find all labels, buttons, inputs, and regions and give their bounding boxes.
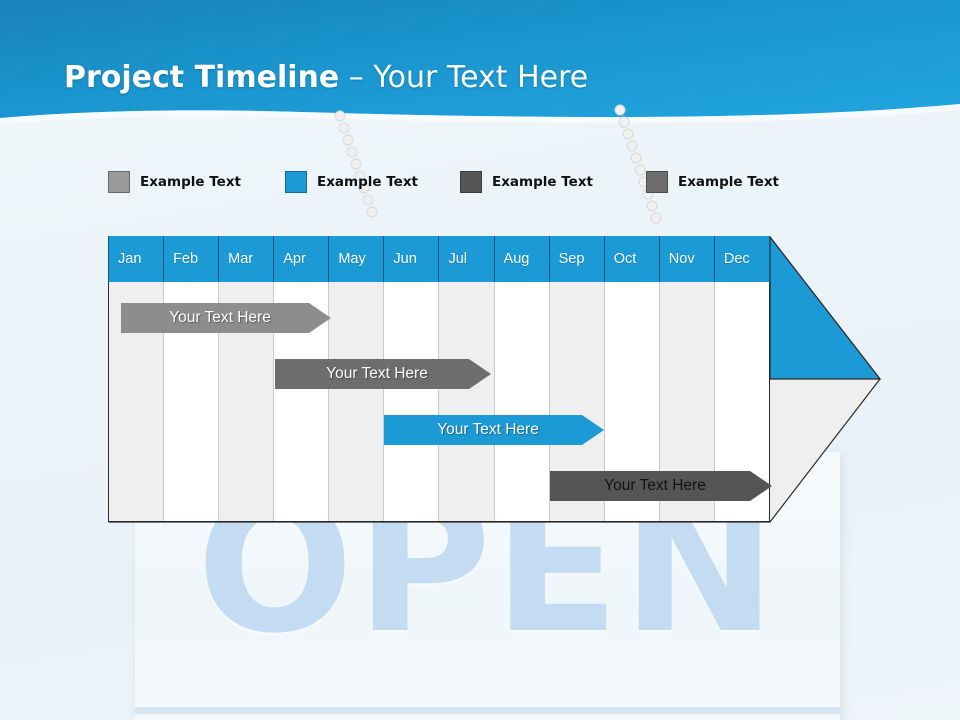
legend-item-3[interactable]: Example Text [460,170,593,194]
month-cell-feb[interactable]: Feb [164,236,220,282]
month-cell-aug[interactable]: Aug [494,236,550,282]
month-label-jan: Jan [118,251,142,267]
month-label-jul: Jul [448,251,468,267]
legend-label-4: Example Text [678,174,779,190]
header-banner [0,0,960,135]
grid-column-aug [495,282,550,521]
grid-column-feb [164,282,220,521]
month-cell-mar[interactable]: Mar [219,236,275,282]
grid-column-may [329,282,385,521]
legend-swatch-dark-gray-icon [460,171,482,193]
task-bar-3[interactable]: Your Text Here [384,412,606,448]
month-cell-jul[interactable]: Jul [439,236,495,282]
page-title: Project Timeline – Your Text Here [64,60,588,95]
month-cell-may[interactable]: May [329,236,385,282]
task-bar-1[interactable]: Your Text Here [121,300,333,336]
legend-label-1: Example Text [140,174,241,190]
month-cell-jan[interactable]: Jan [108,236,165,282]
month-label-oct: Oct [613,251,637,267]
legend-swatch-gray-icon [108,171,130,193]
legend-label-2: Example Text [317,174,418,190]
month-header-row: Jan Feb Mar Apr May Jun Jul Aug Sep Oct … [108,236,770,282]
legend-swatch-blue-icon [285,171,307,193]
month-label-may: May [338,251,366,267]
legend-label-3: Example Text [492,174,593,190]
grid-column-jun [384,282,440,521]
month-label-nov: Nov [668,251,695,267]
page-title-bold: Project Timeline [64,60,340,95]
task-bar-1-label: Your Text Here [169,309,271,326]
task-bar-4[interactable]: Your Text Here [550,468,774,504]
month-label-jun: Jun [393,251,417,267]
legend: Example Text Example Text Example Text E… [108,170,908,194]
month-label-dec: Dec [723,251,750,267]
month-label-feb: Feb [173,251,199,267]
month-label-aug: Aug [503,251,530,267]
grid-column-apr [274,282,330,521]
task-bars: Your Text Here Your Text Here Your Text … [108,282,883,522]
month-cell-oct[interactable]: Oct [604,236,660,282]
legend-item-2[interactable]: Example Text [285,170,418,194]
legend-item-1[interactable]: Example Text [108,170,241,194]
month-cell-sep[interactable]: Sep [549,236,605,282]
task-bar-2-label: Your Text Here [326,365,428,382]
legend-item-4[interactable]: Example Text [646,170,779,194]
legend-swatch-mid-gray-icon [646,171,668,193]
month-cell-nov[interactable]: Nov [659,236,715,282]
month-cell-apr[interactable]: Apr [274,236,330,282]
task-bar-2[interactable]: Your Text Here [275,356,493,392]
month-label-mar: Mar [228,251,254,267]
grid-column-jul [439,282,495,521]
gantt-chart: Jan Feb Mar Apr May Jun Jul Aug Sep Oct … [108,236,772,522]
month-label-sep: Sep [558,251,585,267]
month-label-apr: Apr [283,251,306,267]
task-bar-4-label: Your Text Here [604,477,706,494]
month-cell-dec[interactable]: Dec [714,236,770,282]
page-title-regular: – Your Text Here [339,60,589,95]
banner-shape [0,0,960,124]
month-cell-jun[interactable]: Jun [384,236,440,282]
task-bar-3-label: Your Text Here [437,421,539,438]
grid-column-oct [605,282,660,521]
